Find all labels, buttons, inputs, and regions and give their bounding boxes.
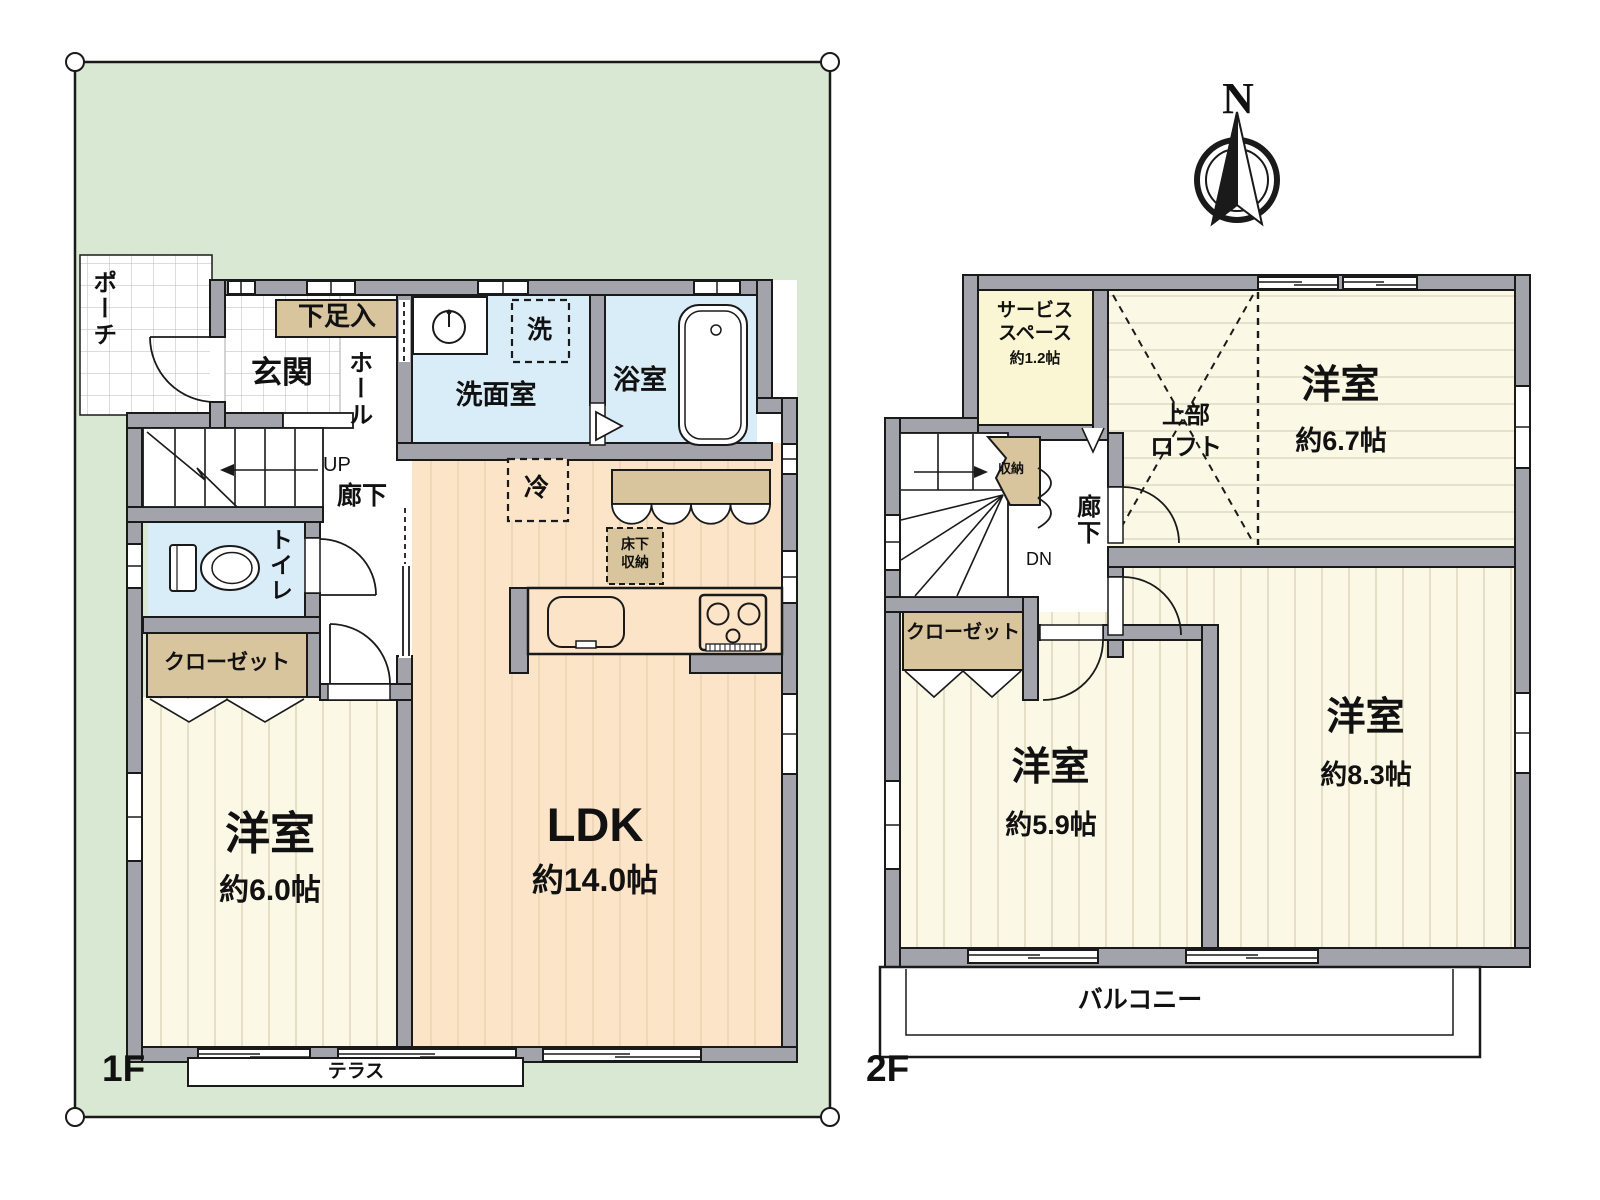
- label-underfloor-storage-1: 床下: [621, 536, 649, 552]
- room-label-washroom: 洗面室: [455, 380, 537, 410]
- windows-2f: [884, 276, 1531, 964]
- room-label-corridor-1f: 廊下: [336, 482, 387, 510]
- compass-north-label: N: [1222, 74, 1254, 123]
- label-underfloor-storage-2: 収納: [621, 554, 649, 570]
- room-label-western-2f-c: 洋室: [1326, 696, 1405, 739]
- label-terrace: テラス: [327, 1061, 385, 1082]
- room-label-western-2f-b: 洋室: [1011, 746, 1090, 789]
- doors-2f: [1037, 427, 1182, 701]
- label-loft-1: 上部: [1162, 402, 1210, 429]
- label-stair-storage: 収納: [998, 461, 1025, 476]
- loft-dashed-marks: [1112, 292, 1260, 545]
- room-label-shoe-cabinet: 下足入: [297, 301, 376, 331]
- balcony-deck: [878, 965, 1482, 1059]
- room-label-toilet: トイレ: [266, 528, 293, 603]
- doors-1f: [149, 300, 624, 701]
- stairs-up-label: UP: [323, 454, 351, 476]
- room-label-service-space-2: スペース: [998, 323, 1072, 344]
- stairs-2f: [899, 432, 1041, 598]
- label-balcony: バルコニー: [1077, 986, 1203, 1014]
- floor2-plan: [878, 274, 1531, 1059]
- floor1-label: 1F: [102, 1048, 146, 1089]
- floor1-plan: [65, 52, 840, 1127]
- compass-icon: [1194, 111, 1280, 227]
- label-loft-2: ロフト: [1150, 434, 1222, 461]
- room-area-western-2f-a: 約6.7帖: [1295, 426, 1387, 456]
- room-label-western-2f-a: 洋室: [1301, 364, 1380, 407]
- floor2-label: 2F: [866, 1048, 910, 1089]
- room-label-corridor-2f: 廊下: [1072, 494, 1100, 546]
- room-label-ldk: LDK: [546, 798, 644, 851]
- room-label-western-1f: 洋室: [224, 808, 315, 859]
- room-area-western-1f: 約6.0帖: [219, 874, 321, 907]
- room-label-entrance: 玄関: [251, 355, 313, 390]
- label-refrigerator: 冷: [524, 474, 550, 502]
- terrace-deck: [187, 1057, 524, 1087]
- room-label-bathroom: 浴室: [613, 365, 667, 395]
- room-area-ldk: 約14.0帖: [531, 862, 659, 898]
- room-label-closet-2f: クローゼット: [906, 622, 1021, 643]
- label-washer: 洗: [527, 316, 553, 344]
- room-label-hall: ホール: [344, 350, 372, 428]
- room-area-western-2f-b: 約5.9帖: [1005, 810, 1097, 840]
- room-area-service-space: 約1.2帖: [1009, 350, 1061, 367]
- entrance-step: [282, 412, 354, 429]
- storage-2f: [902, 611, 1024, 699]
- stairs-1f: [142, 427, 324, 508]
- stairs-down-label: DN: [1026, 549, 1052, 569]
- dashed-boxes-1f: [506, 298, 664, 585]
- rooms-1f: [142, 294, 782, 1047]
- room-label-porch: ポーチ: [88, 270, 116, 348]
- room-area-western-2f-c: 約8.3帖: [1320, 760, 1412, 790]
- room-label-closet-1f: クローゼット: [164, 651, 290, 674]
- porch-area: [79, 254, 213, 416]
- storage-1f: [146, 299, 398, 723]
- room-label-service-space-1: サービス: [996, 300, 1073, 321]
- fixtures-1f: [169, 296, 784, 656]
